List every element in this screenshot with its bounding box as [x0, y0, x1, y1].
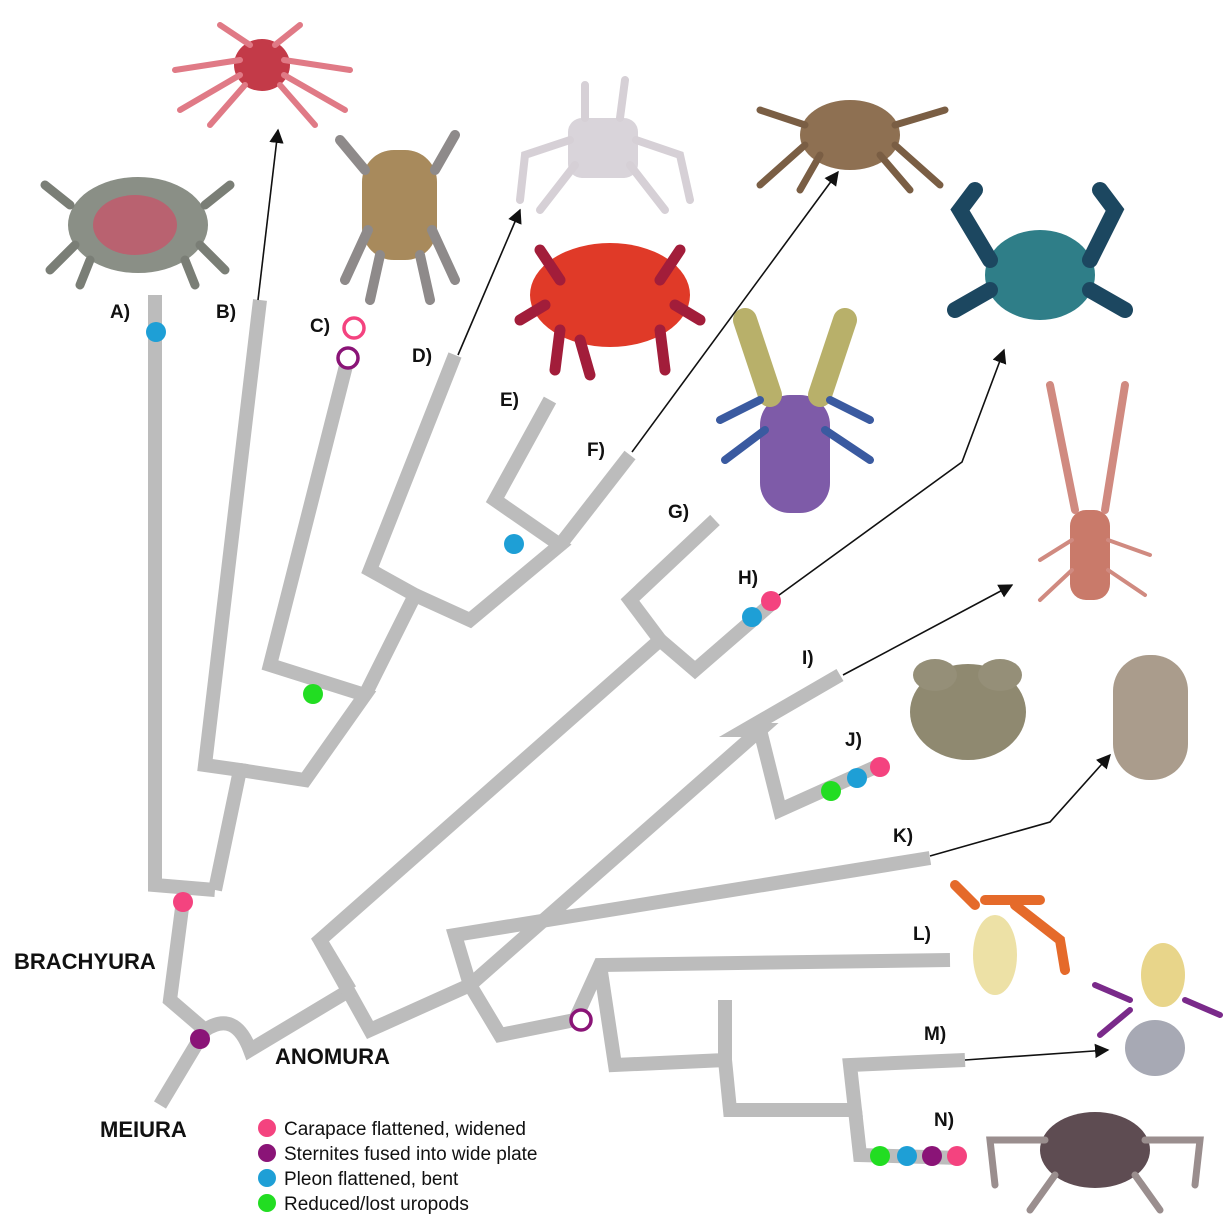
branch-l — [470, 960, 950, 1035]
label-g: G) — [668, 502, 689, 523]
marker-pleon-h — [742, 607, 762, 627]
marker-sternites-n — [922, 1146, 942, 1166]
marker-sternites-open-c — [338, 348, 358, 368]
branch-lm — [600, 965, 725, 1065]
legend-label-sternites: Sternites fused into wide plate — [284, 1144, 538, 1165]
label-f: F) — [587, 440, 605, 461]
marker-carapace-open-c — [344, 318, 364, 338]
branch-m — [725, 1060, 965, 1110]
label-b: B) — [216, 302, 236, 323]
marker-uropods-cd — [303, 684, 323, 704]
label-c: C) — [310, 316, 330, 337]
image-f-squat-lobster — [720, 320, 870, 513]
image-i-blue-crab — [955, 190, 1125, 320]
branch-root-brachyura — [160, 885, 205, 1105]
label-n: N) — [934, 1110, 954, 1131]
legend-swatch-sternites — [258, 1144, 276, 1162]
marker-pleon-e — [504, 534, 524, 554]
label-j: J) — [845, 730, 862, 751]
branch-a — [155, 295, 215, 890]
image-h-hairy-crab — [760, 100, 945, 190]
image-n-shell-hermit — [1095, 943, 1220, 1076]
label-d: D) — [412, 346, 432, 367]
marker-carapace-j — [870, 757, 890, 777]
label-a: A) — [110, 302, 130, 323]
image-d-pale-crab — [520, 80, 690, 210]
arrow-d — [458, 210, 520, 355]
label-h: H) — [738, 568, 758, 589]
branch-root-anomura — [205, 990, 350, 1050]
image-c-spiny-crab — [340, 135, 455, 300]
branch-b — [205, 300, 260, 890]
label-i: I) — [802, 648, 814, 669]
legend-label-pleon: Pleon flattened, bent — [284, 1169, 459, 1190]
label-e: E) — [500, 390, 519, 411]
image-a-crab — [45, 177, 230, 285]
image-k-porcelain-crab — [910, 659, 1026, 760]
branch-c — [240, 350, 365, 780]
marker-uropods-j — [821, 781, 841, 801]
marker-pleon-a — [146, 322, 166, 342]
legend-swatch-carapace — [258, 1119, 276, 1137]
clade-anomura: ANOMURA — [275, 1044, 390, 1069]
branch-d — [365, 355, 455, 695]
legend-swatch-pleon — [258, 1169, 276, 1187]
legend-label-carapace: Carapace flattened, widened — [284, 1119, 526, 1140]
label-l: L) — [913, 924, 931, 945]
marker-pleon-n — [897, 1146, 917, 1166]
branch-f — [560, 455, 630, 545]
marker-sternites-meiura — [190, 1029, 210, 1049]
arrow-k — [930, 755, 1110, 856]
marker-sternites-open-anomura — [571, 1010, 591, 1030]
legend: Carapace flattened, widened Sternites fu… — [258, 1119, 538, 1215]
arrow-m — [965, 1050, 1108, 1060]
marker-uropods-n — [870, 1146, 890, 1166]
image-j-slender-lobster — [1040, 385, 1150, 600]
image-e-red-crab — [520, 243, 700, 375]
legend-label-uropods: Reduced/lost uropods — [284, 1194, 469, 1215]
arrow-b — [258, 130, 278, 300]
marker-pleon-j — [847, 768, 867, 788]
branch-i — [320, 675, 840, 1030]
image-b-spider-crab — [175, 25, 350, 125]
marker-carapace-h — [761, 591, 781, 611]
image-l-mole-crab — [1113, 655, 1188, 780]
pointer-arrows — [258, 130, 1110, 1060]
tree-branches — [155, 295, 965, 1158]
label-m: M) — [924, 1024, 946, 1045]
marker-carapace-brachyura — [173, 892, 193, 912]
image-o-king-crab — [990, 1112, 1200, 1210]
clade-brachyura: BRACHYURA — [14, 949, 156, 974]
legend-swatch-uropods — [258, 1194, 276, 1212]
branch-e — [415, 400, 560, 620]
label-k: K) — [893, 826, 913, 847]
marker-carapace-n — [947, 1146, 967, 1166]
clade-meiura: MEIURA — [100, 1117, 187, 1142]
image-m-hermit-crab — [955, 885, 1065, 995]
